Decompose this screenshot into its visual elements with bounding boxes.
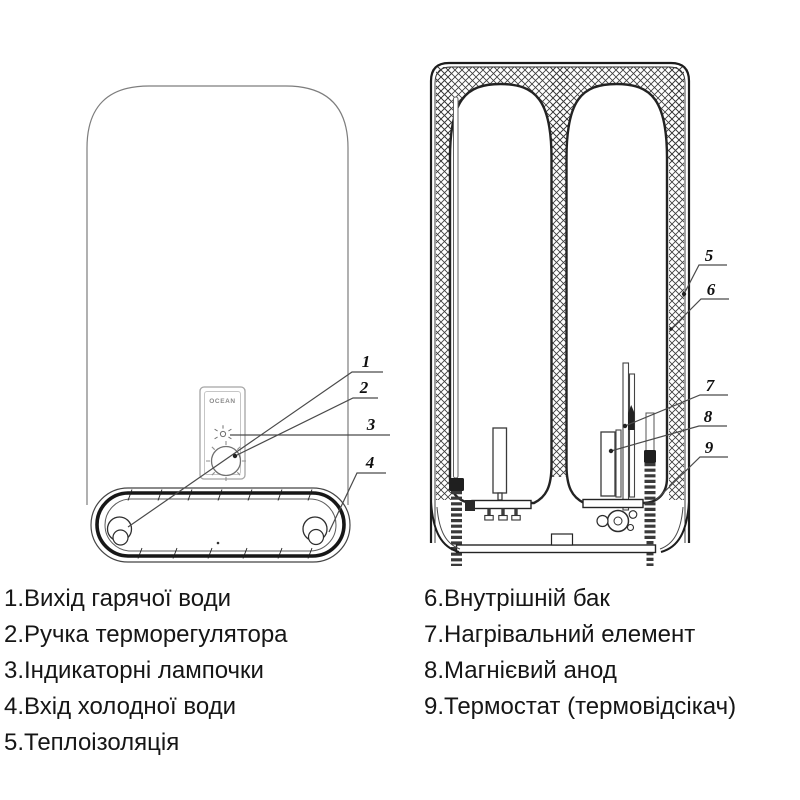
exterior-view: OCEAN [86, 85, 351, 563]
bottom-base [90, 487, 351, 563]
leader-line-4 [328, 472, 386, 533]
thermostat-probe [644, 412, 656, 566]
exterior-body-outline [86, 85, 349, 505]
casing-feet [430, 501, 690, 553]
legend-item-1: 1.Вихід гарячої води [4, 585, 231, 612]
flange-screws [484, 508, 521, 521]
callout-6: 6 [707, 280, 716, 299]
callout-8: 8 [704, 407, 713, 426]
callout-9: 9 [705, 438, 714, 457]
outlet-tube [453, 96, 459, 479]
magnesium-anode [600, 431, 616, 497]
hot-water-outlet-pipe [106, 516, 133, 546]
brand-label: OCEAN [209, 398, 235, 405]
left-tank-pocket [492, 427, 508, 501]
callout-leaders [127, 264, 729, 533]
water-heater-diagram: OCEAN [86, 61, 729, 567]
bottom-assembly [430, 498, 690, 554]
legend-item-8: 8.Магнієвий анод [424, 657, 617, 684]
callout-3: 3 [366, 415, 376, 434]
cold-water-inlet-pipe [302, 516, 328, 546]
left-bottom-fitting [449, 478, 464, 566]
bottom-bar-box [550, 533, 574, 546]
bottom-bar [455, 544, 657, 554]
callout-7: 7 [706, 376, 716, 395]
callout-5: 5 [705, 246, 714, 265]
callout-1: 1 [362, 352, 371, 371]
base-tick-marks [127, 489, 313, 559]
leader-line-7 [624, 394, 728, 427]
legend-item-9: 9.Термостат (термовідсікач) [424, 693, 737, 720]
legend-item-7: 7.Нагрівальний елемент [424, 621, 696, 648]
inner-tank-right [565, 82, 669, 505]
legend-left-column: 1.Вихід гарячої води 2.Ручка терморегуля… [4, 581, 288, 761]
indicator-lamp [214, 425, 232, 440]
callout-4: 4 [365, 453, 375, 472]
leader-line-8 [610, 425, 727, 452]
leader-line-2 [234, 397, 378, 457]
thermostat-housing [596, 509, 638, 533]
legend-item-6: 6.Внутрішній бак [424, 585, 610, 612]
legend-item-2: 2.Ручка терморегулятора [4, 621, 288, 648]
leader-line-6 [670, 298, 729, 330]
base-center-mark [216, 541, 220, 545]
legend-right-column: 6.Внутрішній бак 7.Нагрівальний елемент … [424, 581, 736, 725]
callout-dots [232, 291, 687, 459]
legend-item-5: 5.Теплоізоляція [4, 729, 180, 756]
control-panel: OCEAN [199, 386, 246, 481]
callout-2: 2 [359, 378, 369, 397]
callout-numbers: 1 2 3 4 5 6 7 8 9 [359, 246, 716, 472]
legend-item-4: 4.Вхід холодної води [4, 693, 237, 720]
cross-section-view [429, 61, 691, 567]
leader-line-1 [127, 371, 383, 528]
leader-line-9 [655, 456, 728, 501]
diagram-canvas: OCEAN [86, 61, 729, 567]
legend-item-3: 3.Індикаторні лампочки [4, 657, 264, 684]
thermostat-knob [206, 441, 246, 481]
leader-line-5 [683, 264, 727, 295]
